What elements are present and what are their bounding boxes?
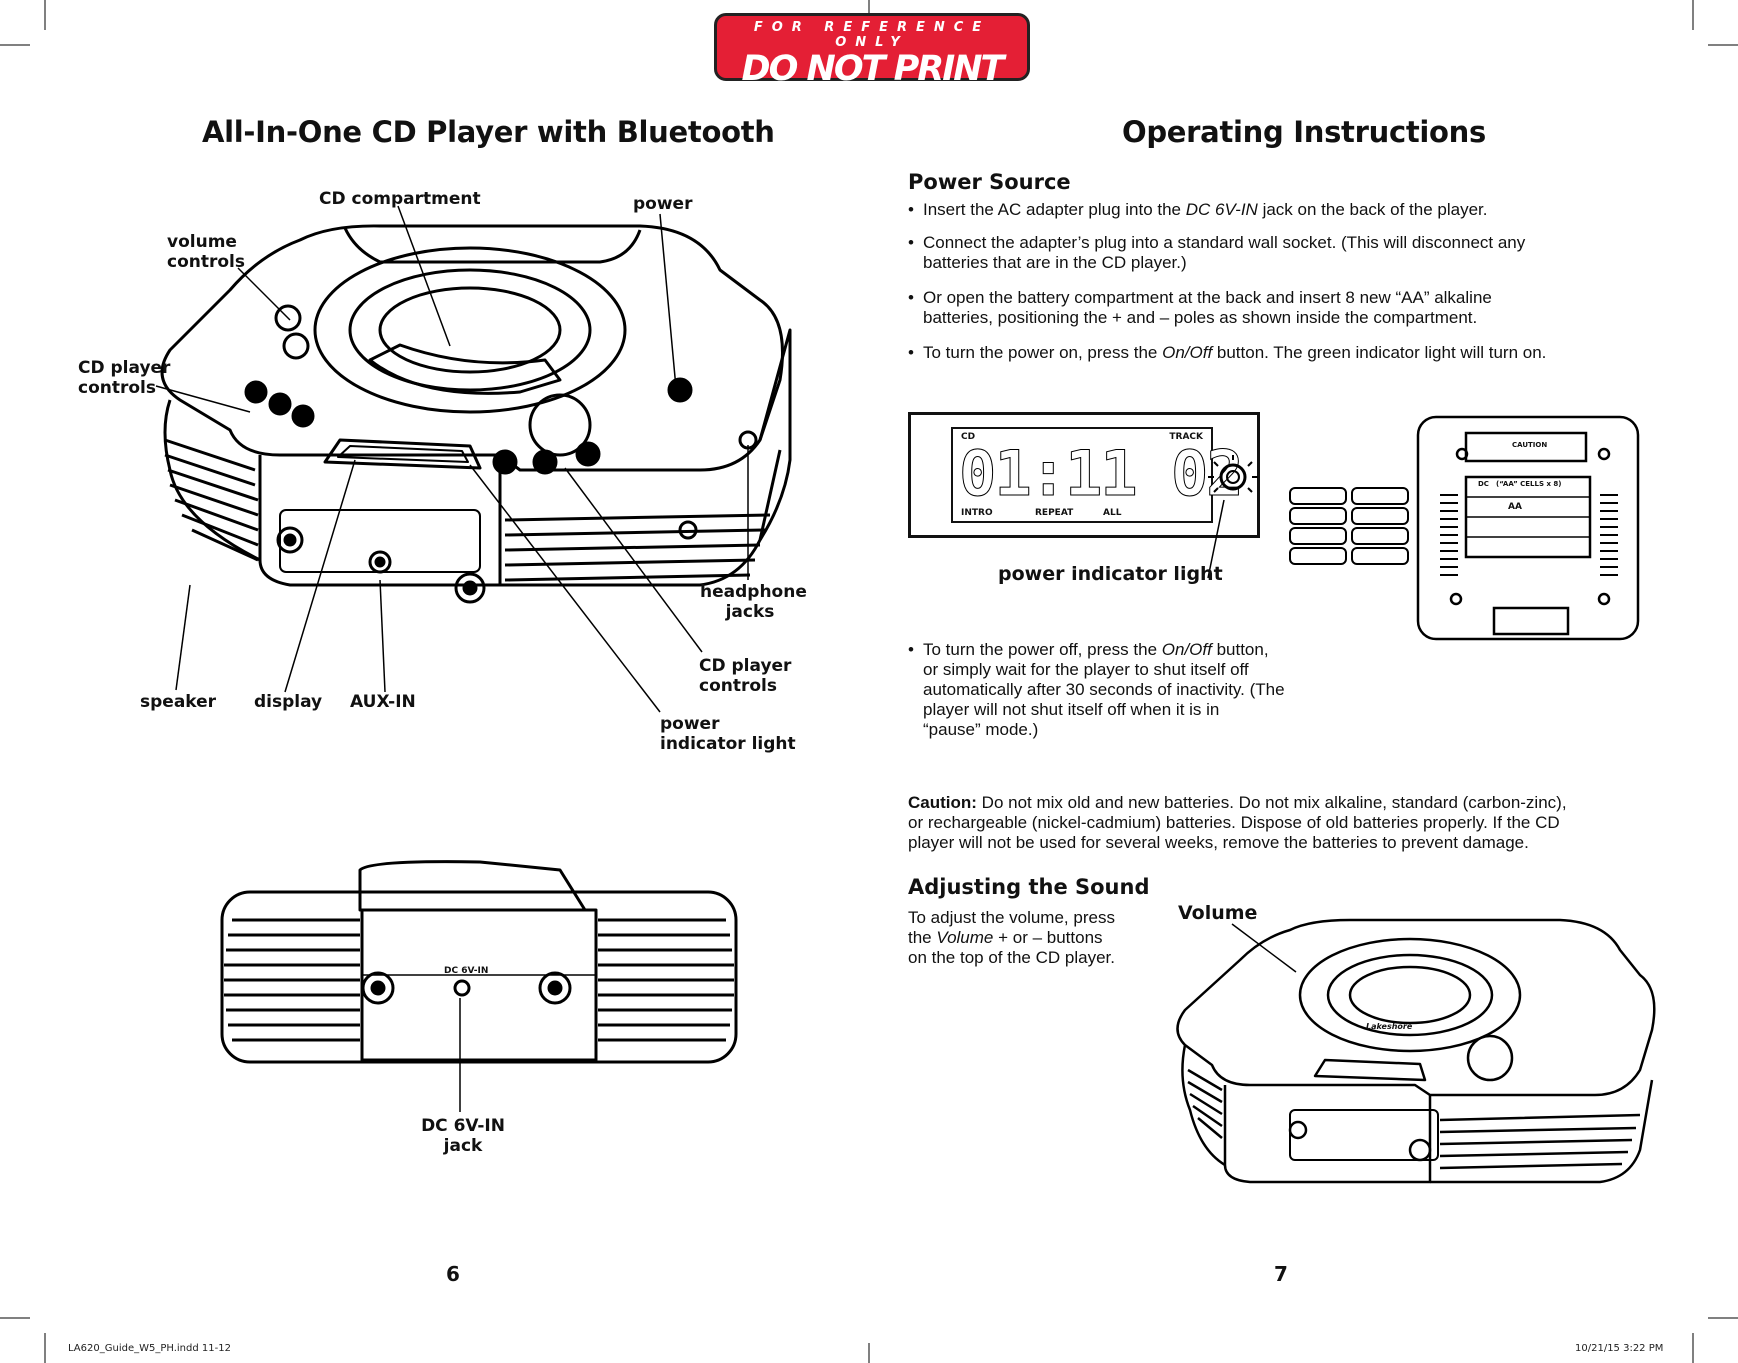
lcd-track: TRACK bbox=[1169, 432, 1203, 442]
sound-l1: To adjust the volume, press bbox=[908, 908, 1115, 927]
lcd-cd: CD bbox=[961, 432, 976, 442]
sound-l2-pre: the bbox=[908, 928, 937, 947]
label-cd-player-controls-right-line1: CD player bbox=[699, 656, 792, 676]
left-page-number: 6 bbox=[446, 1262, 460, 1286]
lcd-screen: CD TRACK 01:11 02 INTRO REPEAT ALL bbox=[951, 427, 1244, 523]
sound-l2-em: Volume bbox=[936, 928, 994, 947]
slug-date: 10/21/15 3:22 PM bbox=[1575, 1343, 1664, 1354]
battery-cells-label: (“AA” CELLS x 8) bbox=[1496, 480, 1562, 488]
power-source-heading: Power Source bbox=[908, 170, 1071, 194]
label-dc-jack-line2: jack bbox=[443, 1136, 483, 1156]
b4-post: button. The green indicator light will t… bbox=[1212, 343, 1547, 362]
label-cd-player-controls-left-line1: CD player bbox=[78, 358, 171, 378]
label-cd-player-controls-left-line2: controls bbox=[78, 378, 156, 398]
label-headphone-jacks-line1: headphone bbox=[700, 582, 807, 602]
battery-aa-label: AA bbox=[1508, 502, 1522, 512]
sound-l2-post: + or – buttons bbox=[993, 928, 1103, 947]
lcd-all: ALL bbox=[1103, 508, 1122, 518]
b4-pre: To turn the power on, press the bbox=[923, 343, 1163, 362]
do-not-print-stamp: FOR REFERENCE ONLY DO NOT PRINT bbox=[714, 13, 1030, 88]
label-power-indicator-light-right: power indicator light bbox=[998, 563, 1223, 585]
rear-dc-jack-label: DC 6V-IN bbox=[444, 966, 489, 976]
b3-l2: batteries, positioning the + and – poles… bbox=[923, 308, 1478, 327]
label-dc-jack-line1: DC 6V-IN bbox=[421, 1116, 505, 1136]
label-power-indicator-line2: indicator light bbox=[660, 734, 796, 754]
label-power-indicator-line1: power bbox=[660, 714, 720, 734]
right-page-number: 7 bbox=[1274, 1262, 1288, 1286]
label-cd-compartment: CD compartment bbox=[319, 189, 481, 209]
off-l1-post: button, bbox=[1211, 640, 1269, 659]
label-cd-player-controls-right-line2: controls bbox=[699, 676, 777, 696]
off-l2: or simply wait for the player to shut it… bbox=[923, 660, 1249, 679]
b2-l2: batteries that are in the CD player.) bbox=[923, 253, 1187, 272]
b1-em: DC 6V-IN bbox=[1185, 200, 1258, 219]
b1-post: jack on the back of the player. bbox=[1257, 200, 1488, 219]
bullet-batteries: • Or open the battery compartment at the… bbox=[908, 288, 1492, 327]
label-headphone-jacks: headphone jacks bbox=[700, 582, 807, 622]
off-l5: “pause” mode.) bbox=[923, 720, 1039, 739]
right-page-title: Operating Instructions bbox=[1122, 115, 1486, 149]
label-dc-jack: DC 6V-IN jack bbox=[420, 1116, 506, 1156]
stamp-line1: FOR REFERENCE ONLY bbox=[753, 20, 991, 50]
label-headphone-jacks-line2: jacks bbox=[725, 602, 775, 622]
bullet-wall-socket: • Connect the adapter’s plug into a stan… bbox=[908, 233, 1526, 272]
label-speaker: speaker bbox=[140, 692, 217, 712]
small-device-brand: Lakeshore bbox=[1366, 1022, 1413, 1031]
caution-l3: player will not be used for several week… bbox=[908, 833, 1529, 852]
label-aux-in: AUX-IN bbox=[350, 692, 416, 712]
adjusting-sound-paragraph: To adjust the volume, press the Volume +… bbox=[908, 908, 1115, 968]
b4-em: On/Off bbox=[1162, 343, 1213, 362]
label-cd-player-controls-right: CD player controls bbox=[699, 656, 791, 696]
caution-l1: Do not mix old and new batteries. Do not… bbox=[976, 793, 1567, 812]
adjusting-sound-heading: Adjusting the Sound bbox=[908, 875, 1150, 899]
b3-l1: Or open the battery compartment at the b… bbox=[923, 288, 1492, 307]
off-l3: automatically after 30 seconds of inacti… bbox=[923, 680, 1285, 699]
bullet-power-off: • To turn the power off, press the On/Of… bbox=[908, 640, 1285, 739]
caution-label: Caution: bbox=[908, 793, 977, 812]
caution-paragraph: Caution: Do not mix old and new batterie… bbox=[908, 793, 1668, 853]
label-volume: Volume bbox=[1178, 902, 1258, 924]
sound-l3: on the top of the CD player. bbox=[908, 948, 1115, 967]
lcd-intro: INTRO bbox=[961, 508, 993, 518]
bullet-ac-adapter: • Insert the AC adapter plug into the DC… bbox=[908, 200, 1488, 219]
label-volume-controls-line1: volume bbox=[167, 232, 237, 252]
off-l1-em: On/Off bbox=[1161, 640, 1212, 659]
label-cd-player-controls-left: CD player controls bbox=[78, 358, 170, 398]
label-power-indicator-light: power indicator light bbox=[660, 714, 796, 754]
label-display: display bbox=[254, 692, 323, 712]
left-page-title: All-In-One CD Player with Bluetooth bbox=[202, 115, 775, 149]
lcd-repeat: REPEAT bbox=[1035, 508, 1074, 518]
battery-dc-label: DC bbox=[1478, 480, 1489, 488]
stamp-line2: DO NOT PRINT bbox=[741, 49, 1005, 89]
label-power: power bbox=[633, 194, 693, 214]
bullet-power-on: • To turn the power on, press the On/Off… bbox=[908, 343, 1547, 362]
label-volume-controls-line2: controls bbox=[167, 252, 245, 272]
caution-l2: or rechargeable (nickel-cadmium) batteri… bbox=[908, 813, 1560, 832]
off-l4: player will not shut itself off when it … bbox=[923, 700, 1220, 719]
slug-file: LA620_Guide_W5_PH.indd 11-12 bbox=[68, 1343, 231, 1354]
label-volume-controls: volume controls bbox=[167, 232, 245, 272]
lcd-display-frame: CD TRACK 01:11 02 INTRO REPEAT ALL bbox=[908, 412, 1260, 538]
battery-caution-label: CAUTION bbox=[1512, 441, 1548, 449]
off-l1-pre: To turn the power off, press the bbox=[923, 640, 1162, 659]
b1-pre: Insert the AC adapter plug into the bbox=[923, 200, 1186, 219]
lcd-time: 01:11 02 bbox=[959, 437, 1245, 510]
b2-l1: Connect the adapter’s plug into a standa… bbox=[923, 233, 1526, 252]
